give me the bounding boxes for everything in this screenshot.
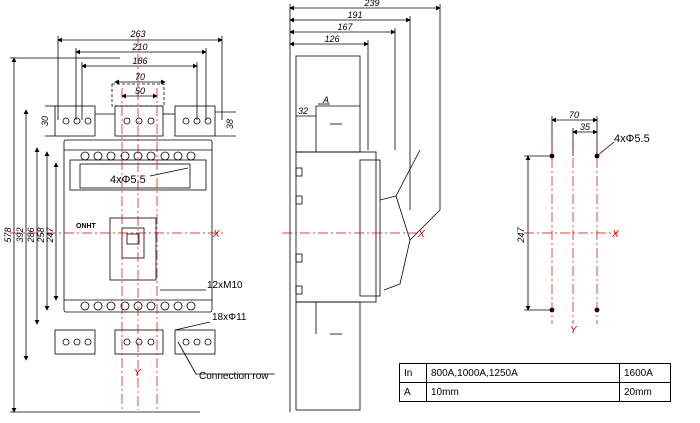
dim-247: 247 <box>45 227 55 244</box>
dim-258: 258 <box>36 227 46 243</box>
table-cell: 800A,1000A,1250A <box>426 363 620 383</box>
mount-axis-y: Y <box>570 325 578 336</box>
dim-mount-35: 35 <box>580 122 591 132</box>
dim-126: 126 <box>324 34 339 44</box>
dim-38: 38 <box>225 119 235 129</box>
dim-286: 286 <box>26 227 36 243</box>
table-row: A 10mm 20mm <box>399 382 671 402</box>
brand-logo: ONHT <box>76 223 97 230</box>
table-cell: 10mm <box>426 382 620 402</box>
hole-label-top: 4xΦ5.5 <box>110 174 146 186</box>
mount-hole-label: 4xΦ5.5 <box>614 133 650 145</box>
table-cell: In <box>399 363 427 383</box>
dim-167: 167 <box>337 22 353 32</box>
dim-239: 239 <box>363 0 379 8</box>
side-view <box>289 4 441 412</box>
dim-32: 32 <box>298 106 308 116</box>
front-axis-y: Y <box>134 368 142 379</box>
side-axis-x: X <box>417 229 425 240</box>
bolt-label: 12xM10 <box>207 280 243 291</box>
hole-label-bottom: 18xΦ11 <box>212 312 247 323</box>
spec-table: In 800A,1000A,1250A 1600A A 10mm 20mm <box>399 363 671 402</box>
table-cell: 1600A <box>619 363 671 383</box>
dim-50: 50 <box>135 86 145 96</box>
dim-70: 70 <box>135 72 145 82</box>
dim-mount-247: 247 <box>516 227 526 244</box>
connection-row-label: Connection row <box>199 371 269 382</box>
dim-30: 30 <box>40 116 50 126</box>
dim-mount-70: 70 <box>569 110 579 120</box>
dim-191: 191 <box>347 10 362 20</box>
section-label-a: A <box>322 95 329 105</box>
dim-578: 578 <box>3 227 13 242</box>
mount-axis-x: X <box>611 229 619 240</box>
table-cell: A <box>399 382 427 402</box>
dim-186: 186 <box>132 56 147 66</box>
dim-210: 210 <box>131 42 147 52</box>
table-row: In 800A,1000A,1250A 1600A <box>399 363 671 383</box>
front-axis-x: X <box>212 229 220 240</box>
table-cell: 20mm <box>619 382 671 402</box>
dim-263: 263 <box>129 29 145 39</box>
dim-392: 392 <box>15 227 25 242</box>
mount-view <box>524 116 615 313</box>
front-centerlines <box>10 36 225 410</box>
